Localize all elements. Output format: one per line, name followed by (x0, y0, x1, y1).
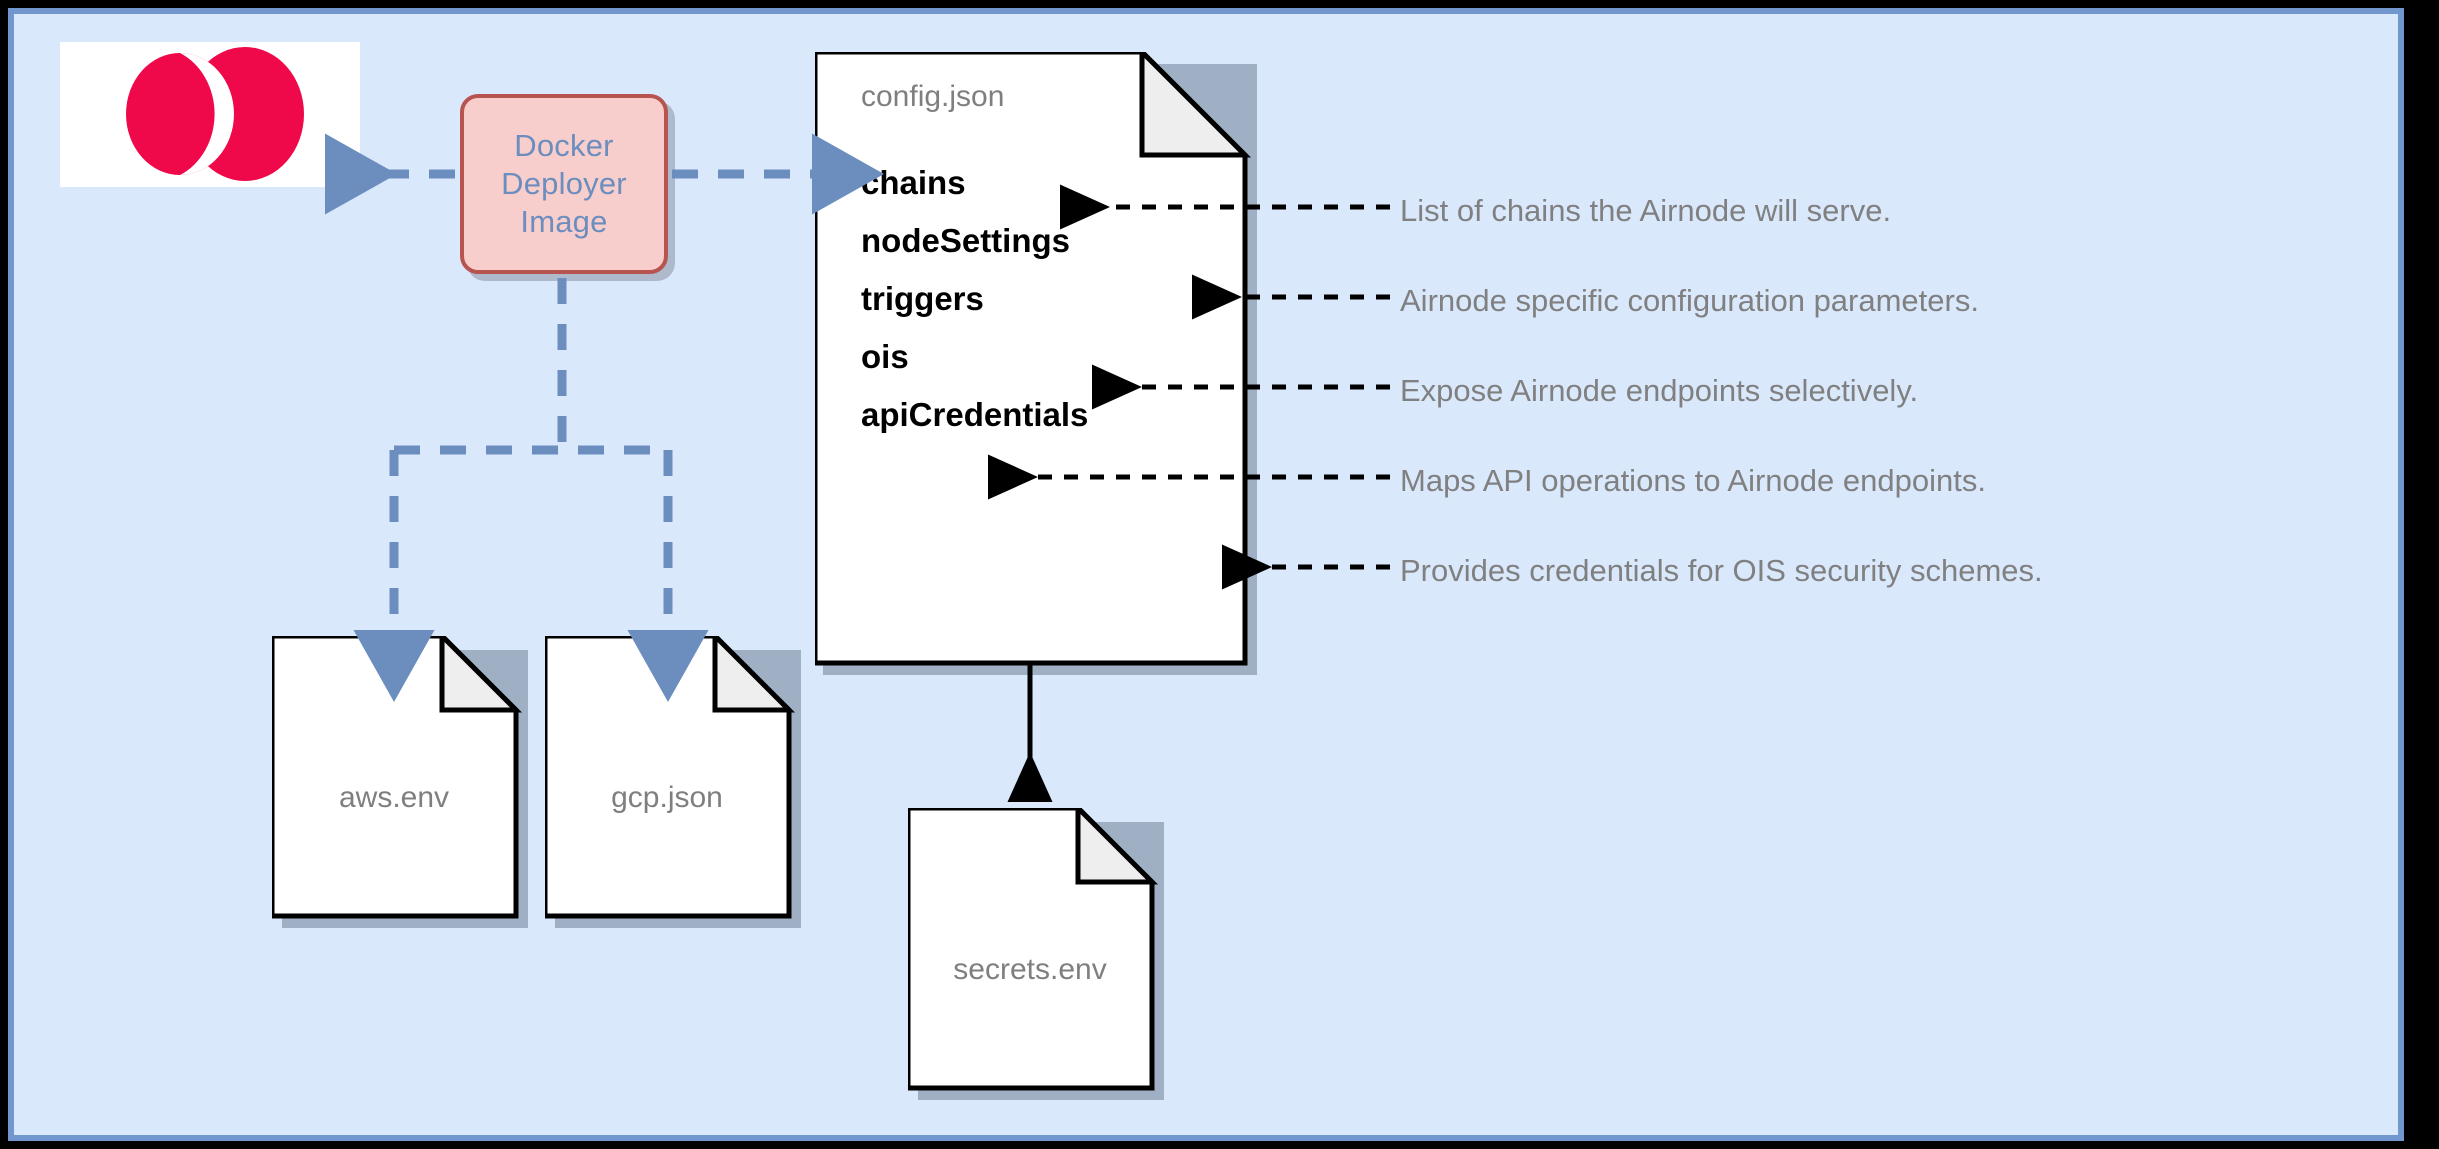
docker-deployer-image-label: Docker Deployer Image (501, 127, 627, 240)
annotation-apicredentials: Provides credentials for OIS security sc… (1400, 553, 2043, 588)
secrets-env-document[interactable]: secrets.env (908, 808, 1164, 1100)
airnode-logo-tile (60, 42, 360, 187)
config-key-apicredentials: apiCredentials (861, 396, 1089, 433)
annotation-nodesettings: Airnode specific configuration parameter… (1400, 283, 1979, 318)
annotation-triggers: Expose Airnode endpoints selectively. (1400, 373, 1919, 408)
config-key-triggers: triggers (861, 280, 984, 317)
deployer-label-line-2: Deployer (501, 166, 627, 202)
annotation-ois: Maps API operations to Airnode endpoints… (1400, 463, 1986, 498)
annotation-chains: List of chains the Airnode will serve. (1400, 193, 1892, 228)
gcp-json-shape (545, 636, 801, 928)
deployer-label-line-1: Docker (514, 128, 614, 164)
config-json-title: config.json (861, 80, 1005, 113)
docker-deployer-image-box[interactable]: Docker Deployer Image (460, 94, 668, 274)
airnode-logo (126, 47, 304, 181)
deployer-label-line-3: Image (520, 203, 608, 239)
config-key-ois: ois (861, 338, 909, 375)
config-key-chains: chains (861, 164, 966, 201)
gcp-json-document[interactable]: gcp.json (545, 636, 801, 928)
config-json-document[interactable]: config.json chains nodeSettings triggers… (815, 52, 1257, 675)
aws-env-shape (272, 636, 528, 928)
aws-env-document[interactable]: aws.env (272, 636, 528, 928)
secrets-env-shape (908, 808, 1164, 1100)
config-key-nodesettings: nodeSettings (861, 222, 1071, 259)
